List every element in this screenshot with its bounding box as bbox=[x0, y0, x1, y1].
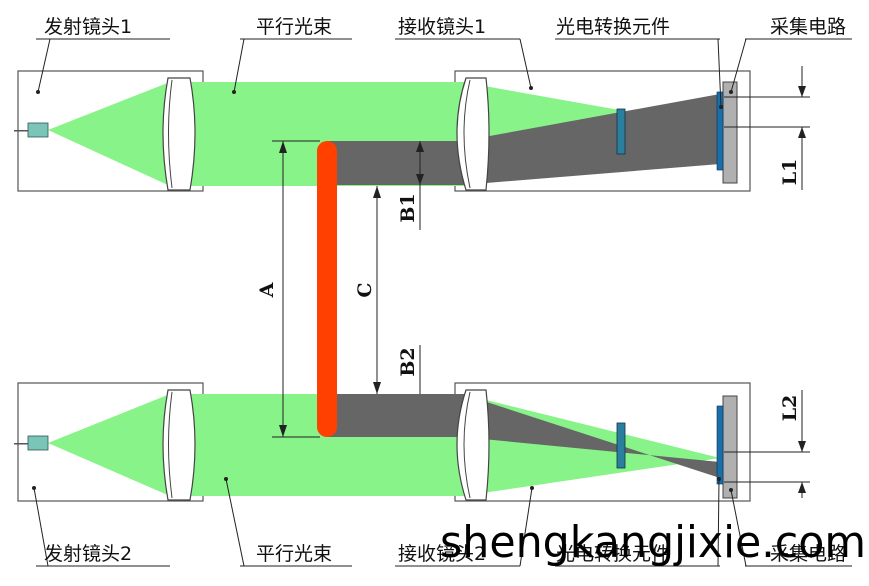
dim-b1-arrow-top bbox=[416, 141, 424, 152]
dim-l2-arrow-bottom bbox=[798, 482, 806, 493]
dim-label-a: A bbox=[256, 282, 278, 298]
leader-emitter-top bbox=[37, 38, 51, 93]
receiver-lens-top-edge bbox=[463, 79, 471, 189]
receiver-lens-bottom bbox=[456, 389, 490, 501]
emitter-lens-top bbox=[162, 77, 196, 191]
label-emitter-lens-2: 发射镜头2 bbox=[44, 543, 132, 565]
dim-l2-arrow-top bbox=[798, 441, 806, 452]
aperture-filter-top bbox=[616, 108, 626, 155]
emitter-lens-bottom-edge bbox=[168, 391, 173, 499]
leaders-top bbox=[36, 38, 852, 108]
leader-receiver-bottom bbox=[519, 487, 533, 567]
dim-a-arrow-bottom bbox=[279, 425, 287, 437]
emitter-lead-bottom bbox=[14, 443, 28, 445]
emitter-cone-top bbox=[48, 82, 170, 186]
shadow-band-top bbox=[327, 141, 467, 185]
label-receiver-lens-2: 接收镜头2 bbox=[398, 543, 486, 565]
shadow-band-bottom bbox=[327, 394, 467, 437]
shadow-cone-top bbox=[462, 94, 720, 185]
dim-label-b2: B2 bbox=[397, 347, 419, 376]
measured-object bbox=[317, 141, 337, 437]
led-emitter-bottom bbox=[27, 435, 49, 451]
shadow-cone-bottom bbox=[462, 394, 720, 478]
dim-label-c: C bbox=[354, 282, 376, 297]
dim-l1-arrow-top bbox=[798, 86, 806, 97]
label-parallel-beam-top: 平行光束 bbox=[256, 16, 332, 38]
leader-beam-bottom bbox=[225, 478, 245, 567]
label-emitter-lens-1: 发射镜头1 bbox=[44, 16, 132, 38]
acquisition-board-bottom bbox=[722, 395, 738, 499]
label-photoelectric-bottom: 光电转换元件 bbox=[556, 543, 670, 565]
label-receiver-lens-1: 接收镜头1 bbox=[398, 16, 486, 38]
leader-beam-top bbox=[233, 38, 245, 93]
watermark-text: shengkangjixie.com bbox=[440, 517, 866, 568]
leader-sensor-top bbox=[717, 38, 722, 108]
dim-a-arrow-top bbox=[279, 141, 287, 153]
dimension-lines bbox=[272, 66, 810, 498]
leader-sensor-bottom bbox=[717, 478, 720, 567]
leader-receiver-top bbox=[519, 38, 532, 89]
leader-emitter-bottom bbox=[33, 487, 49, 567]
dim-label-l2: L2 bbox=[779, 395, 801, 422]
dim-l1-arrow-bottom bbox=[798, 127, 806, 138]
emitter-lens-bottom bbox=[162, 389, 196, 501]
leader-board-top bbox=[730, 38, 747, 93]
dim-c-arrow-bottom bbox=[373, 382, 381, 394]
dim-label-l1: L1 bbox=[779, 159, 801, 186]
leader-board-bottom bbox=[730, 489, 747, 567]
led-emitter-top bbox=[27, 122, 49, 138]
dim-label-b1: B1 bbox=[397, 193, 419, 222]
photo-sensor-top bbox=[716, 91, 724, 171]
label-parallel-beam-bottom: 平行光束 bbox=[256, 543, 332, 565]
emitter-lead-top bbox=[14, 130, 28, 132]
aperture-filter-bottom bbox=[616, 422, 626, 469]
emitter-cone-bottom bbox=[48, 394, 170, 496]
photo-sensor-bottom bbox=[716, 405, 724, 485]
leaders-bottom bbox=[33, 478, 852, 567]
label-acquisition-bottom: 采集电路 bbox=[770, 543, 846, 565]
receiver-lens-top bbox=[456, 77, 490, 191]
dim-c-arrow-top bbox=[373, 186, 381, 198]
label-photoelectric-top: 光电转换元件 bbox=[556, 16, 670, 38]
emitter-lens-top-edge bbox=[168, 79, 173, 189]
label-acquisition-top: 采集电路 bbox=[770, 16, 846, 38]
dim-b1-arrow-bottom bbox=[416, 174, 424, 185]
receiver-lens-bottom-edge bbox=[463, 391, 471, 499]
